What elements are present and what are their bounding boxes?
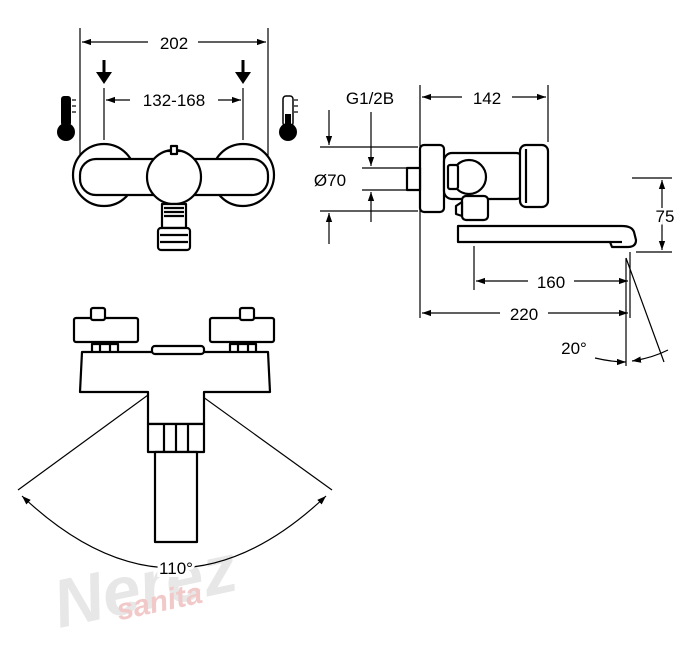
dimension-label-connection-spacing: 132-168 — [143, 91, 205, 110]
dimension-wall-projection: 142 — [422, 89, 546, 108]
dimension-thread: G1/2B — [346, 89, 394, 222]
diverter-side — [460, 194, 490, 222]
thermostat-knob-side — [518, 143, 550, 209]
dimension-overall-width: 202 — [82, 34, 266, 53]
right-connector-cap — [208, 316, 276, 344]
side-view: 142 G1/2B Ø70 75 160 220 — [314, 85, 677, 366]
dimension-spout-swivel-angle: 20° — [561, 257, 669, 366]
dimension-label-spout-swing-angle: 110° — [159, 559, 193, 578]
front-view: 202 132-168 — [57, 28, 298, 252]
dimension-connection-spacing: 132-168 — [106, 91, 241, 110]
inlet-arrow-icon — [235, 60, 251, 84]
mixer-body-top — [78, 350, 272, 426]
cold-thermometer-icon — [279, 95, 298, 141]
thermostat-knob — [145, 148, 203, 206]
dimension-total-reach: 220 — [422, 305, 628, 324]
dimension-label-spout-height: 75 — [656, 207, 675, 226]
dimension-label-spout-reach: 160 — [537, 273, 565, 292]
hot-thermometer-icon — [57, 96, 76, 141]
dimension-spout-reach: 160 — [476, 273, 628, 292]
spout-top — [153, 450, 199, 544]
hose-outlet — [156, 226, 192, 252]
wall-rosette-side — [418, 143, 446, 214]
dimension-label-overall-width: 202 — [160, 34, 188, 53]
dimension-label-wall-projection: 142 — [473, 89, 501, 108]
spout — [456, 224, 638, 249]
watermark-brand: Nerez — [47, 530, 244, 643]
inlet-arrow-icon — [96, 60, 112, 84]
top-view: 110° — [17, 306, 333, 581]
dimension-spout-height: 75 — [653, 180, 677, 250]
dimension-label-total-reach: 220 — [510, 305, 538, 324]
dimension-label-spout-swivel-angle: 20° — [561, 339, 587, 358]
inlet-stub — [405, 166, 422, 192]
dimension-rosette-diameter: Ø70 — [314, 110, 346, 244]
watermark: Nerez sanita — [47, 530, 244, 643]
dimension-label-rosette-diameter: Ø70 — [314, 171, 346, 190]
left-connector-cap — [72, 316, 140, 344]
dimension-label-thread: G1/2B — [346, 89, 394, 108]
